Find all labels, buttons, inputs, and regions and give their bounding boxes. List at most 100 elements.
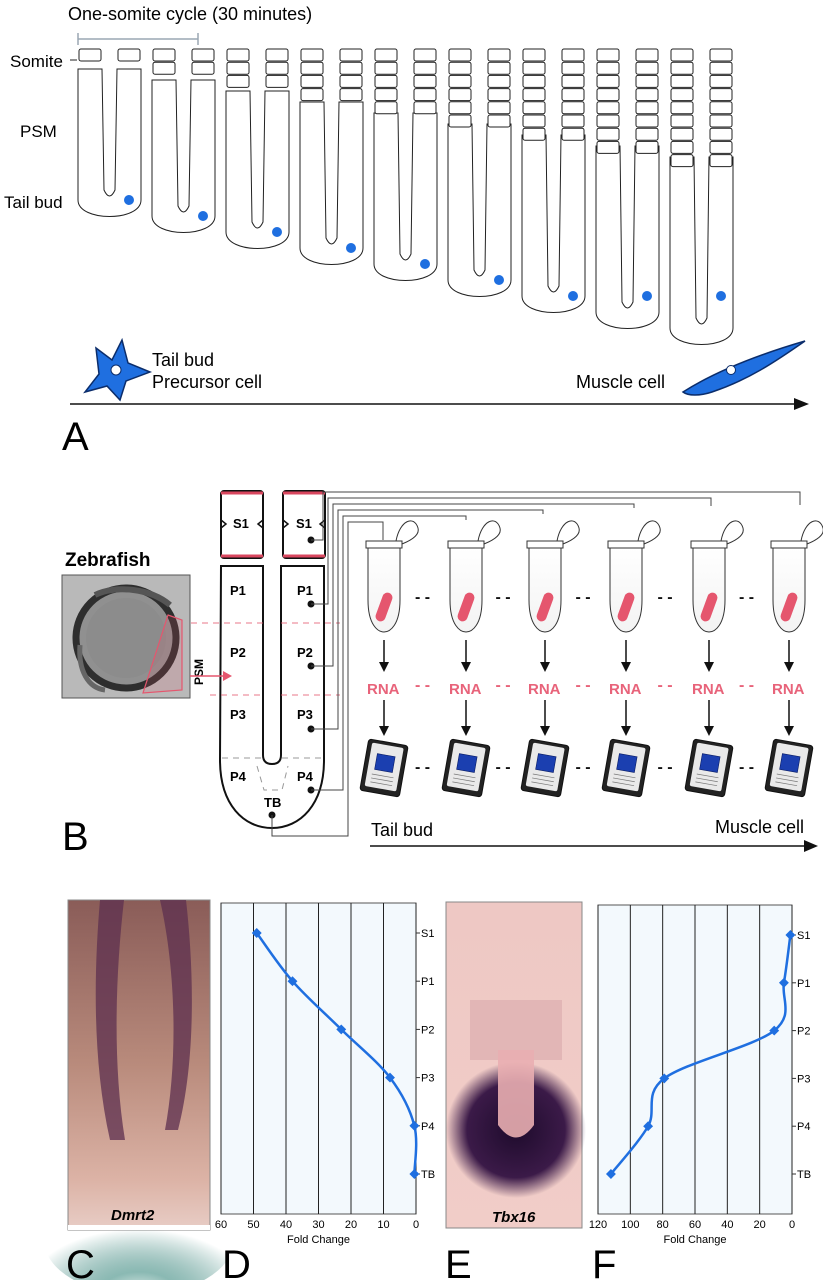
psm-dividers [180, 622, 340, 696]
tube-rim [526, 540, 564, 549]
arrow-head [784, 662, 794, 672]
continuation-dashes: - - [658, 589, 673, 606]
continuation-dashes: - - [415, 759, 430, 776]
y-tick-label: P3 [421, 1073, 434, 1085]
rna-label: RNA [367, 681, 400, 698]
somite-block [670, 154, 694, 168]
somite-block [78, 48, 102, 62]
embryo-stage-4 [299, 48, 364, 265]
somite-block [448, 88, 472, 102]
somite-block [596, 114, 620, 128]
somite-block [635, 127, 659, 141]
embryo-stage-7 [521, 48, 586, 313]
somite-block [670, 114, 694, 128]
x-tick-label: 60 [215, 1219, 227, 1231]
tube-cap [720, 520, 744, 545]
somite-block [596, 88, 620, 102]
embryo-body [595, 145, 660, 329]
somite-block [522, 114, 546, 128]
microarray-chip [520, 738, 570, 798]
x-tick-label: 80 [657, 1219, 669, 1231]
data-point [778, 977, 789, 988]
tissue-sample [536, 592, 554, 622]
x-tick-label: 30 [312, 1219, 324, 1231]
arrow-head [461, 662, 471, 672]
microarray-chip [359, 738, 409, 798]
sample-tube [528, 547, 562, 633]
somite-row-label: Somite [10, 52, 63, 71]
data-point [336, 1024, 347, 1035]
somite-block [448, 74, 472, 88]
somite-block [670, 48, 694, 62]
somite-block [670, 101, 694, 115]
somite-block [487, 74, 511, 88]
continuation-dashes: - - [576, 589, 591, 606]
somite-block [487, 48, 511, 62]
seg-tb: TB [264, 795, 281, 810]
somite-block [448, 114, 472, 128]
tube-cap [800, 520, 823, 545]
continuation-dashes: - - [739, 589, 754, 606]
seg-p3-left: P3 [230, 707, 246, 722]
somite-s1-left [220, 490, 264, 559]
seg-p1-right: P1 [297, 583, 313, 598]
y-tick-label: P3 [797, 1073, 810, 1085]
tbx16-notch [498, 1050, 534, 1138]
seg-p2-right: P2 [297, 645, 313, 660]
continuation-dashes: - - [576, 677, 591, 694]
cycle-bracket [77, 33, 199, 45]
somite-block [561, 88, 585, 102]
somite-block [522, 48, 546, 62]
somite-block [522, 61, 546, 75]
somite-block [635, 140, 659, 154]
microarray-chip [441, 738, 491, 798]
tissue-sample [617, 592, 635, 622]
embryo-stage-5 [373, 48, 438, 281]
embryo-body [669, 156, 734, 345]
x-tick-label: 20 [754, 1219, 766, 1231]
somite-block [300, 88, 324, 102]
somite-block [300, 61, 324, 75]
seg-p1-left: P1 [230, 583, 246, 598]
arrow-head [621, 726, 631, 736]
precursor-label-line2: Precursor cell [152, 372, 262, 392]
somite-block [561, 114, 585, 128]
x-tick-label: 120 [589, 1219, 607, 1231]
somite-block [413, 101, 437, 115]
sample-tube [449, 547, 483, 633]
panel-letter-b: B [62, 815, 89, 859]
axis-end-label: Muscle cell [715, 817, 804, 837]
precursor-label-line1: Tail bud [152, 350, 214, 370]
x-tick-label: 100 [621, 1219, 639, 1231]
tissue-sample [780, 592, 798, 622]
embryo-body [447, 123, 512, 297]
somite-block [152, 48, 176, 62]
embryo-body [151, 79, 216, 233]
embryo-stage-9 [669, 48, 734, 345]
somite-block [522, 101, 546, 115]
seg-p4-left: P4 [230, 769, 247, 784]
somite-block [596, 61, 620, 75]
embryo-stage-3 [225, 48, 290, 249]
precursor-cell-dot [494, 275, 504, 285]
x-tick-label: 40 [721, 1219, 733, 1231]
x-tick-label: 20 [345, 1219, 357, 1231]
somite-block [670, 74, 694, 88]
data-point [409, 1169, 420, 1179]
somite-block [374, 48, 398, 62]
somite-block [226, 74, 250, 88]
somite-block [670, 61, 694, 75]
y-tick-label: P2 [797, 1026, 810, 1038]
x-tick-label: 10 [377, 1219, 389, 1231]
precursor-cell-dot [716, 291, 726, 301]
somite-s1-right [282, 490, 326, 559]
tissue-sample [457, 592, 475, 622]
precursor-cell-dot [272, 227, 282, 237]
somite-block [448, 48, 472, 62]
rna-label: RNA [772, 681, 805, 698]
tissue-sample [700, 592, 718, 622]
y-tick-label: TB [797, 1169, 811, 1181]
somite-block [596, 48, 620, 62]
somite-block [448, 101, 472, 115]
